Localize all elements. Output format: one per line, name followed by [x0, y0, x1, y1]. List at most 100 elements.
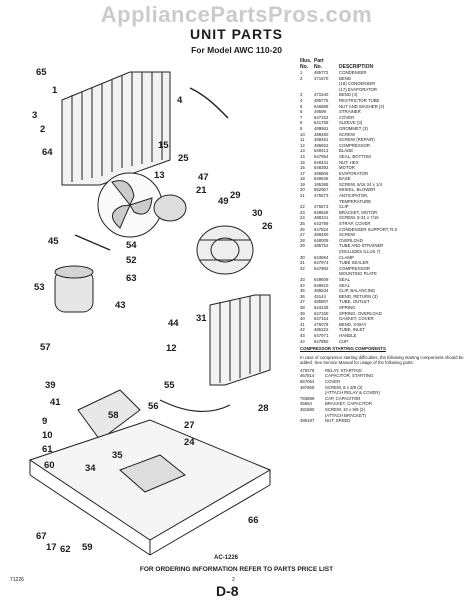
parts-desc: BRACKET, MOTOR — [339, 209, 378, 215]
component-pn: 35564 — [300, 401, 312, 407]
parts-desc: SCREW, 5/16 24 x 1/4 — [339, 181, 382, 187]
component-desc: RELAY, STARTING — [325, 367, 362, 373]
components-note: In case of compressor starting difficult… — [300, 354, 464, 366]
component-pn: 467814 — [300, 373, 315, 379]
parts-desc: SEAL — [339, 282, 350, 288]
parts-desc: NUT AND WASHER (3) — [339, 103, 385, 109]
parts-pn: 475573 — [314, 193, 329, 199]
component-desc: CAP, CAPACITOR — [325, 395, 361, 401]
callout: 56 — [148, 401, 159, 412]
parts-desc: TUBE AND STRAINER — [339, 243, 384, 249]
parts-pn: 647160 — [314, 310, 329, 316]
parts-pn: 647954 — [314, 153, 329, 159]
condenser-coil — [61, 71, 171, 186]
callout: 52 — [126, 255, 137, 266]
parts-desc: TUBE, INLET — [339, 327, 366, 333]
parts-desc: CONDENSER — [339, 70, 367, 75]
parts-no: 41 — [300, 321, 305, 327]
parts-desc: SCREW — [339, 232, 355, 238]
parts-desc: STRAINER — [339, 109, 361, 115]
parts-pn: 646888 — [314, 103, 329, 109]
parts-desc: STRAP, COVER — [339, 221, 371, 227]
callout: 30 — [252, 208, 263, 219]
callout: 39 — [45, 380, 56, 391]
parts-pn: 643139 — [314, 304, 329, 310]
compressor-plate — [77, 389, 141, 441]
callout: 34 — [85, 463, 96, 474]
parts-pn: 649609 — [314, 276, 329, 282]
parts-desc: CLAMP — [339, 254, 354, 260]
parts-desc: SCREW (REPAIR) — [339, 137, 375, 143]
parts-no: 42 — [300, 327, 305, 333]
parts-desc: SLEEVE (3) — [339, 120, 363, 126]
parts-pn: 647973 — [314, 260, 329, 266]
parts-no: 19 — [300, 181, 305, 187]
parts-pn: 488480 — [314, 131, 329, 137]
page-number: 2 — [232, 577, 235, 583]
parts-desc: BEND, 3-WAY — [339, 321, 367, 327]
parts-desc: TUBE SEALER — [339, 260, 369, 266]
parts-no: 15 — [300, 159, 305, 165]
parts-desc: MOTOR — [339, 165, 355, 171]
parts-no: 44 — [300, 338, 305, 344]
parts-no: 35 — [300, 288, 305, 294]
parts-desc: TUBE, OUTLET — [339, 299, 370, 305]
parts-no: 24 — [300, 215, 305, 221]
blower-wheel — [196, 225, 254, 275]
parts-pn: 648392 — [314, 165, 329, 171]
callout: 59 — [82, 542, 93, 553]
parts-pn: 852967 — [314, 187, 329, 193]
parts-desc: MOUNTING PLATE — [339, 271, 377, 277]
parts-no: 27 — [300, 232, 305, 238]
callout: 10 — [42, 430, 53, 441]
parts-no: 32 — [300, 265, 305, 271]
parts-no: 12 — [300, 142, 305, 148]
component-pn: 481880 — [300, 407, 315, 413]
parts-desc: WHEEL, BLOWER — [339, 187, 376, 193]
parts-desc: COMPRESSOR — [339, 265, 371, 271]
parts-row: 41 476078 BEND, 3-WAY — [300, 322, 470, 328]
component-pn: 667064 — [300, 379, 315, 385]
parts-no: 36 — [300, 293, 305, 299]
component-row: 667064 COVER — [300, 379, 470, 385]
parts-no: 31 — [300, 260, 305, 266]
parts-pn: 549413 — [314, 148, 329, 154]
callout: 60 — [44, 460, 55, 471]
callout: 15 — [158, 140, 169, 151]
parts-pn: 643684 — [314, 254, 329, 260]
parts-no: 4 — [300, 97, 303, 103]
parts-pn: 485752 — [314, 243, 329, 249]
parts-no: 29 — [300, 243, 305, 249]
callout: 65 — [36, 67, 47, 78]
component-desc: COVER — [325, 379, 341, 385]
parts-desc: GROMMET (3) — [339, 125, 368, 131]
callout: 41 — [50, 397, 61, 408]
parts-desc: RESTRICTOR TUBE — [339, 97, 380, 103]
parts-desc: COVER — [339, 114, 355, 120]
parts-pn: 476078 — [314, 321, 329, 327]
component-desc: BRACKET, CAPACITOR — [325, 401, 372, 407]
callout: 24 — [184, 437, 195, 448]
